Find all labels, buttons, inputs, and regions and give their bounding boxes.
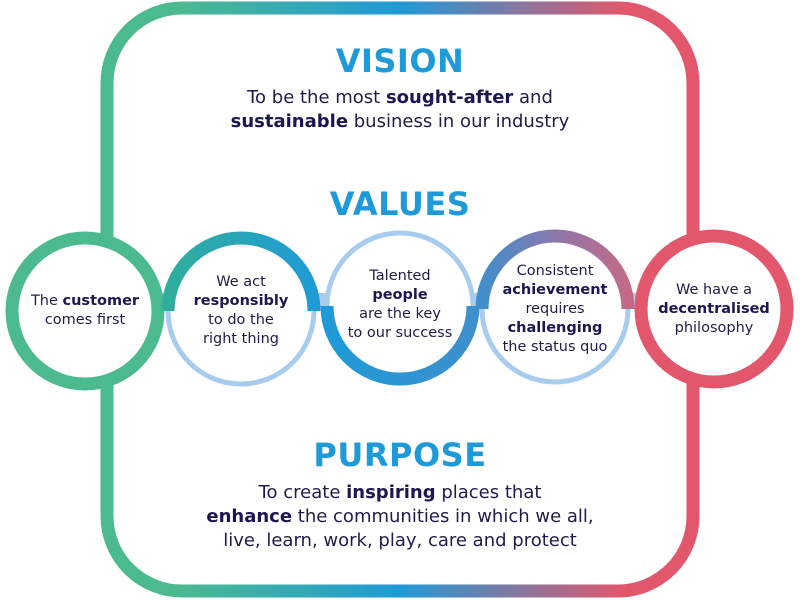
value-line: We have a: [675, 282, 753, 298]
value-bold: responsibly: [193, 293, 289, 309]
value-text-responsibly: We act responsibly to do the right thing: [181, 273, 301, 349]
value-text-decentralised: We have a decentralised philosophy: [649, 281, 779, 338]
value-bold: decentralised: [658, 301, 770, 317]
value-line: achievement: [490, 281, 620, 300]
value-line: Talented: [369, 268, 431, 284]
value-bold: people: [372, 287, 428, 303]
value-bold: challenging: [507, 320, 603, 336]
purpose-text: To create: [258, 482, 347, 503]
value-line: requires: [525, 301, 585, 317]
vision-line-2: sustainable business in our industry: [100, 110, 700, 134]
vision-text: To be the most: [247, 87, 386, 108]
purpose-line-2: enhance the communities in which we all,: [100, 505, 700, 529]
value-text-people: Talented people are the key to our succe…: [335, 267, 465, 343]
vision-bold: sustainable: [230, 111, 349, 132]
value-circle-decentralised: [634, 229, 794, 389]
purpose-heading: PURPOSE: [313, 436, 487, 474]
purpose-text: places that: [435, 482, 542, 503]
arc-achievement-top: [475, 229, 635, 310]
vision-text: and: [513, 87, 553, 108]
purpose-line-3: live, learn, work, play, care and protec…: [223, 530, 577, 551]
arc-responsibly-top: [161, 231, 321, 312]
vision-statement: To be the most sought-after and sustaina…: [100, 86, 700, 134]
value-line: the status quo: [502, 339, 608, 355]
value-line: Consistent: [516, 263, 594, 279]
value-line: The customer: [25, 292, 145, 311]
purpose-line-1: To create inspiring places that: [100, 481, 700, 505]
purpose-bold: inspiring: [346, 482, 436, 503]
vision-text: business in our industry: [348, 111, 570, 132]
value-weave-arcs: [161, 229, 635, 386]
value-text: The: [30, 293, 63, 309]
value-line: comes first: [44, 312, 126, 328]
vision-heading: VISION: [335, 42, 465, 80]
value-bold: achievement: [502, 282, 608, 298]
value-line: responsibly: [181, 292, 301, 311]
value-bold: customer: [62, 293, 140, 309]
value-line: challenging: [490, 319, 620, 338]
value-line: right thing: [203, 331, 279, 347]
value-text-customer: The customer comes first: [25, 292, 145, 330]
purpose-statement: To create inspiring places that enhance …: [100, 481, 700, 553]
purpose-bold: enhance: [206, 506, 293, 527]
value-line: to do the: [208, 312, 274, 328]
vision-line-1: To be the most sought-after and: [100, 86, 700, 110]
value-circle-customer: [5, 231, 165, 391]
value-text-achievement: Consistent achievement requires challeng…: [490, 262, 620, 357]
value-line: people: [335, 286, 465, 305]
purpose-text: the communities in which we all,: [292, 506, 594, 527]
value-line: decentralised: [649, 300, 779, 319]
value-line: We act: [216, 274, 266, 290]
values-heading: VALUES: [329, 185, 471, 223]
arc-people-bottom: [320, 305, 480, 386]
value-line: philosophy: [674, 320, 754, 336]
value-line: to our success: [347, 325, 453, 341]
value-line: are the key: [359, 306, 441, 322]
vision-bold: sought-after: [385, 87, 514, 108]
